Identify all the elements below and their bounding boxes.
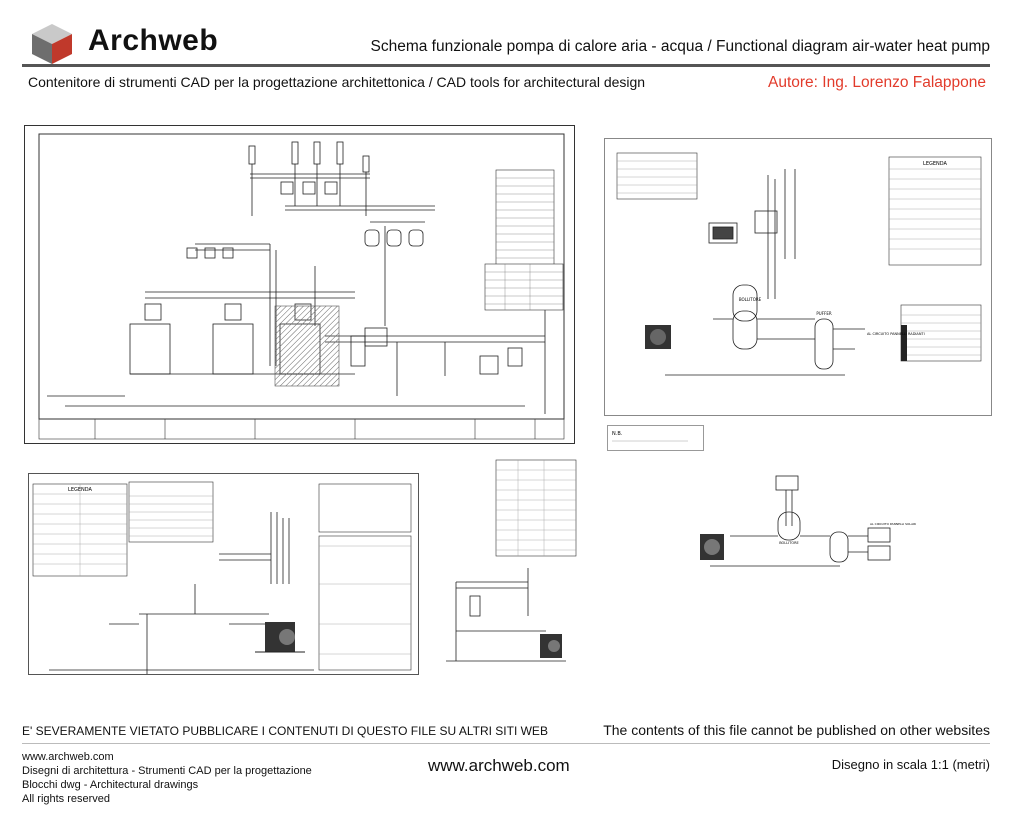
- brand-name: Archweb: [88, 24, 219, 57]
- page-title: Schema funzionale pompa di calore aria -…: [370, 38, 990, 55]
- label-puffer: PUFFER: [816, 311, 831, 316]
- label-boiler-small: BOLLITORE: [779, 541, 799, 545]
- simplified-drawing: BOLLITORE AL CIRCUITO PANNELLI SOLARI: [700, 475, 916, 567]
- drawing-sheet-system-layout: LEGENDA: [28, 473, 419, 675]
- warning-english: The contents of this file cannot be publ…: [603, 722, 990, 738]
- note-box: N.B.: [607, 425, 704, 451]
- warning-italian: E' SEVERAMENTE VIETATO PUBBLICARE I CONT…: [22, 724, 548, 738]
- header-divider: [22, 64, 990, 67]
- heat-pump-drawing: BOLLITORE PUFFER AL CIRCUITO PANNELLI RA…: [616, 152, 982, 376]
- note-label: N.B.: [612, 431, 623, 437]
- scale-note: Disegno in scala 1:1 (metri): [831, 757, 990, 772]
- detail-drawing: [446, 459, 577, 662]
- drawing-sheet-plant-schematic: [24, 125, 575, 444]
- left-legend-title: LEGENDA: [68, 487, 92, 493]
- footer-divider: [22, 743, 990, 744]
- label-solar-circuit: AL CIRCUITO PANNELLI SOLARI: [870, 522, 916, 526]
- plant-schematic-drawing: [38, 133, 565, 440]
- label-radiant-circuit: AL CIRCUITO PANNELLI RADIANTI: [867, 332, 925, 336]
- archweb-logo-icon: [32, 24, 72, 64]
- system-layout-drawing: LEGENDA: [32, 481, 412, 674]
- author-label: Autore: Ing. Lorenzo Falappone: [767, 74, 986, 91]
- page-subtitle: Contenitore di strumenti CAD per la prog…: [28, 74, 646, 90]
- drawing-sheet-detail: [436, 456, 581, 671]
- right-legend-title: LEGENDA: [923, 161, 947, 167]
- drawing-sheet-heat-pump: BOLLITORE PUFFER AL CIRCUITO PANNELLI RA…: [604, 138, 992, 416]
- website-link[interactable]: www.archweb.com: [428, 756, 570, 775]
- drawing-sheet-simplified: BOLLITORE AL CIRCUITO PANNELLI SOLARI: [670, 466, 920, 581]
- footer-line-rights: All rights reserved: [22, 793, 111, 805]
- label-boiler: BOLLITORE: [739, 297, 762, 302]
- footer-line-drawings: Disegni di architettura - Strumenti CAD …: [22, 765, 312, 777]
- footer-line-website[interactable]: www.archweb.com: [22, 751, 114, 763]
- footer-line-blocks: Blocchi dwg - Architectural drawings: [22, 779, 199, 791]
